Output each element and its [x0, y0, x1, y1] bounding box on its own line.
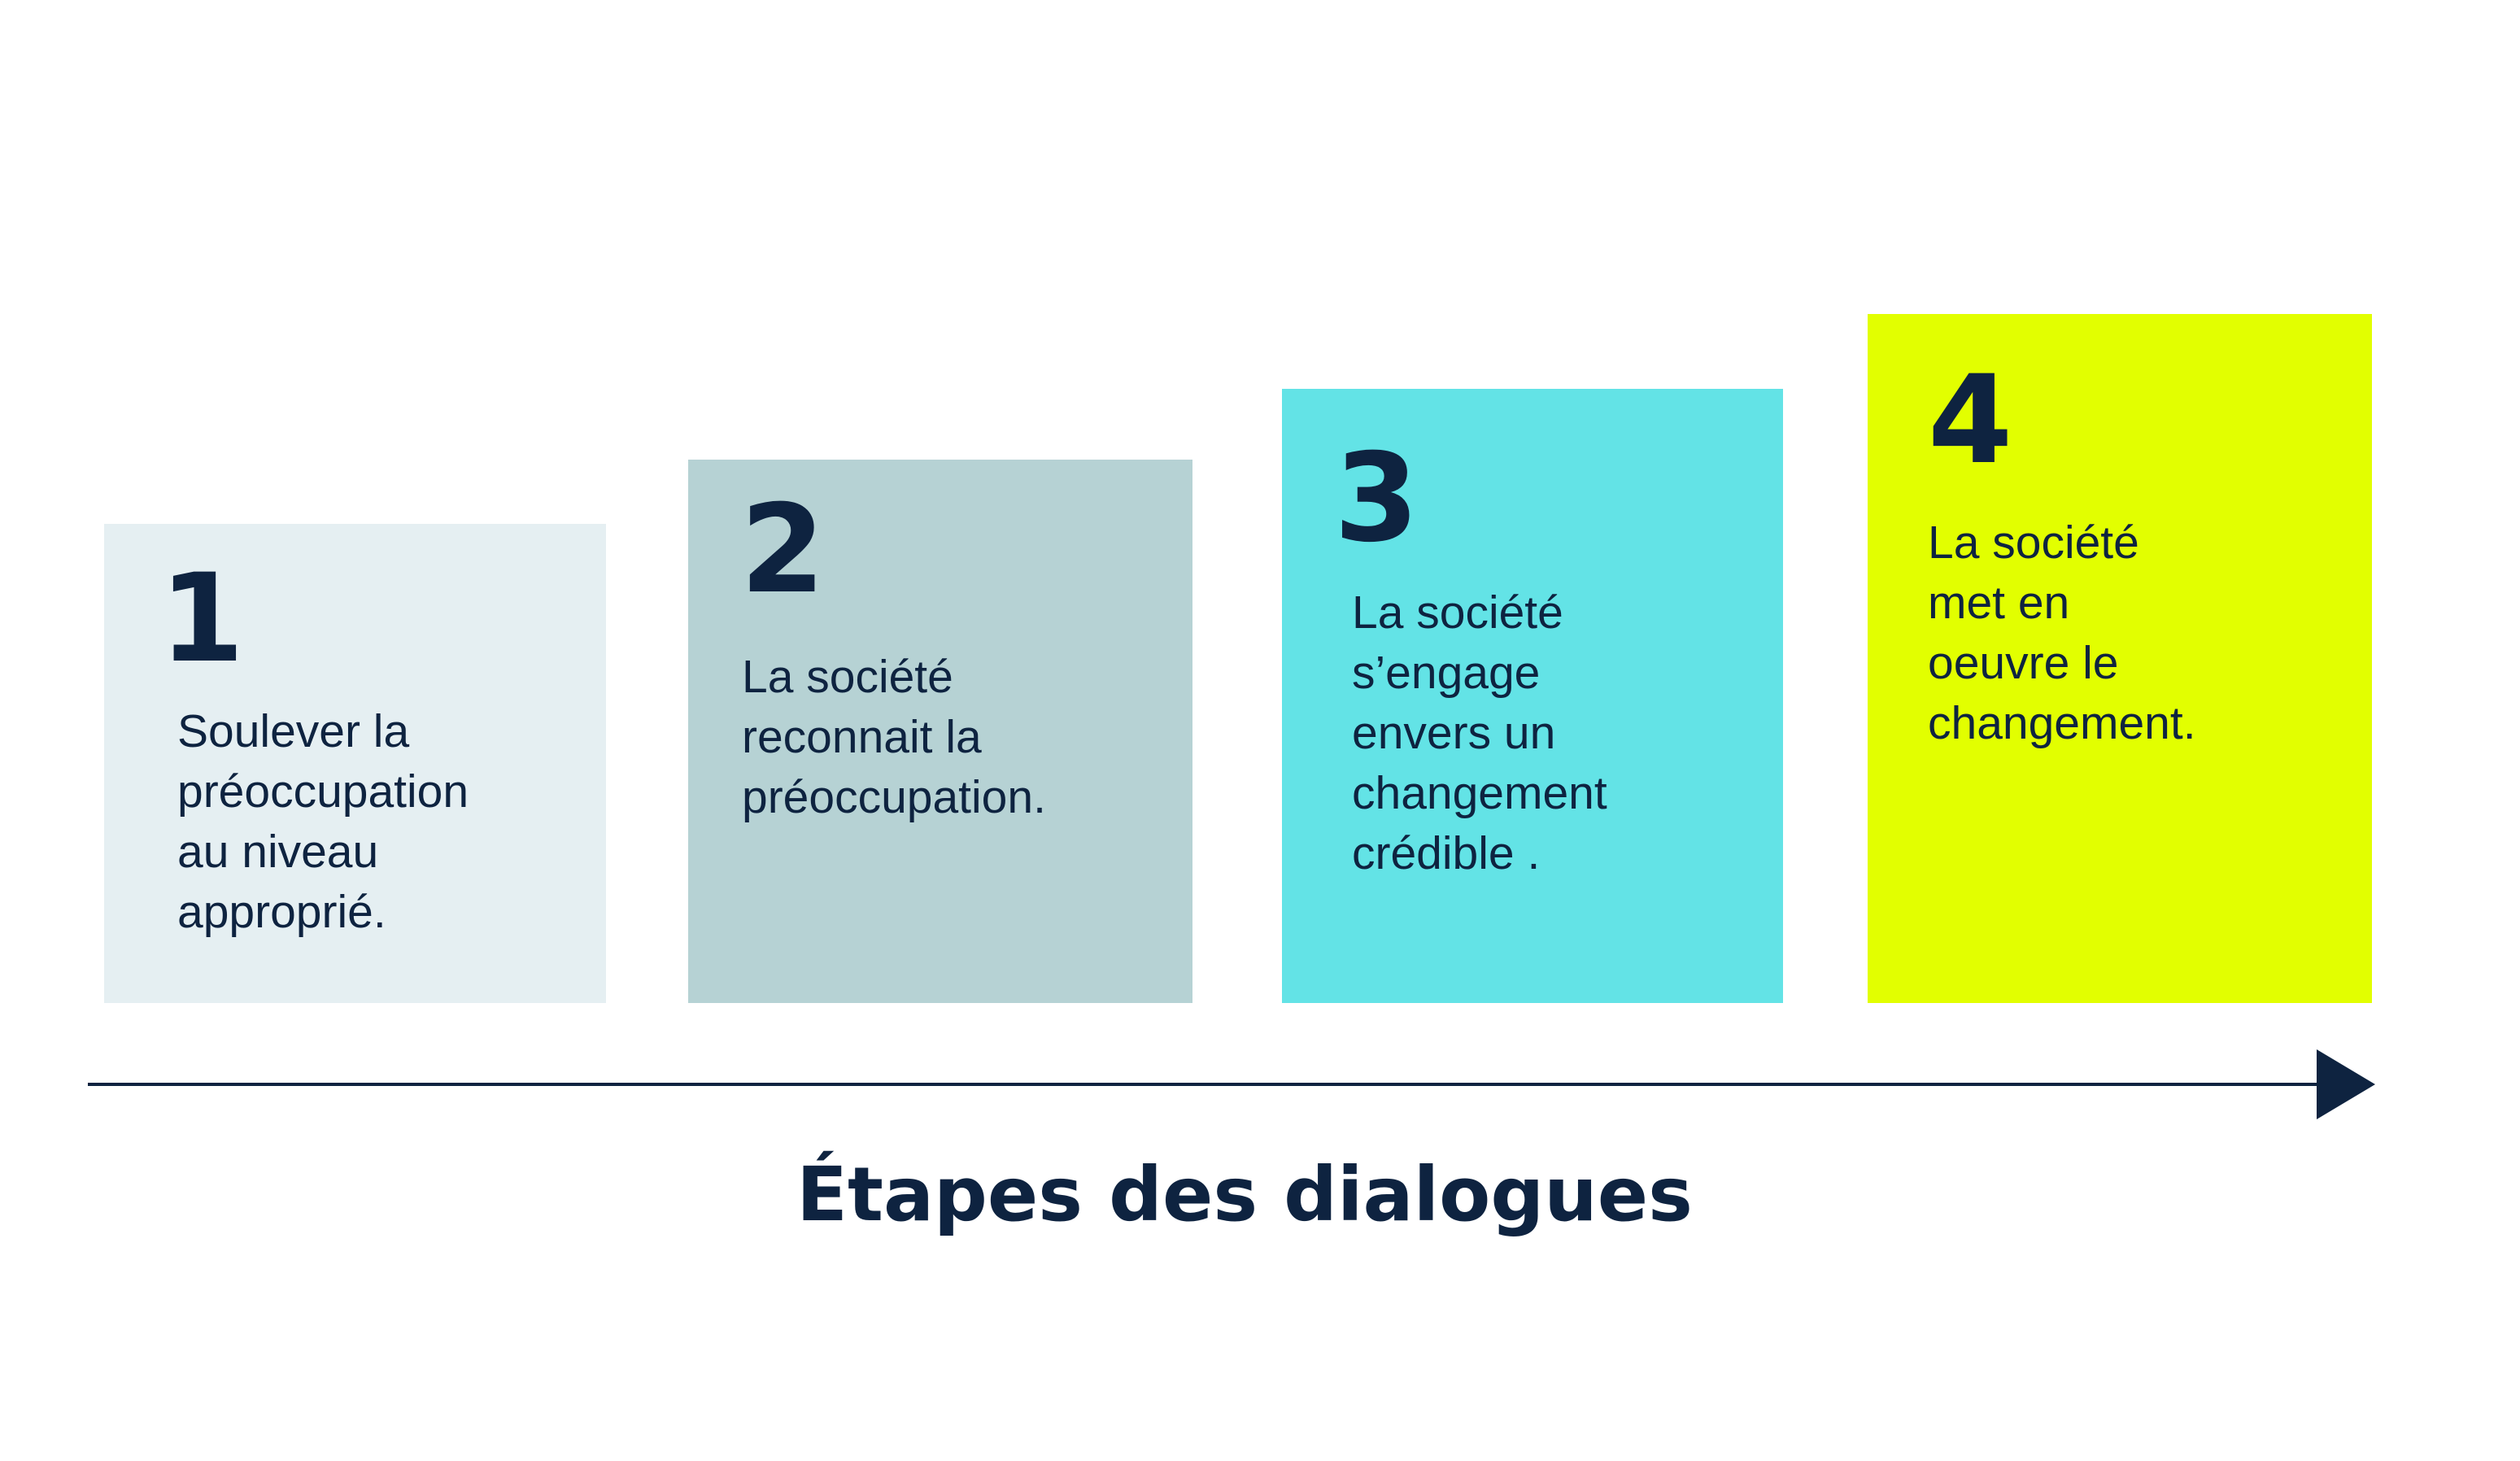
axis-title: Étapes des dialogues [796, 1151, 1693, 1238]
step-1-box: 1 Soulever la préoccupation au niveau ap… [104, 524, 606, 1003]
step-3-text: La société s’engage envers un changement… [1352, 587, 1607, 879]
step-3-box: 3 La société s’engage envers un changeme… [1282, 389, 1783, 1003]
arrow-right-icon [2317, 1049, 2375, 1119]
step-2-number: 2 [740, 479, 826, 621]
step-4-text: La société met en oeuvre le changement. [1928, 517, 2196, 749]
step-2-box: 2 La société reconnait la préoccupation. [688, 460, 1192, 1003]
timeline-arrow [88, 1049, 2375, 1119]
step-1-text: Soulever la préoccupation au niveau appr… [177, 705, 469, 938]
step-2-text: La société reconnait la préoccupation. [742, 651, 1046, 823]
step-1-number: 1 [159, 548, 245, 690]
step-3-number: 3 [1334, 428, 1419, 569]
step-4-number: 4 [1928, 350, 2013, 491]
step-4-box: 4 La société met en oeuvre le changement… [1868, 314, 2372, 1003]
